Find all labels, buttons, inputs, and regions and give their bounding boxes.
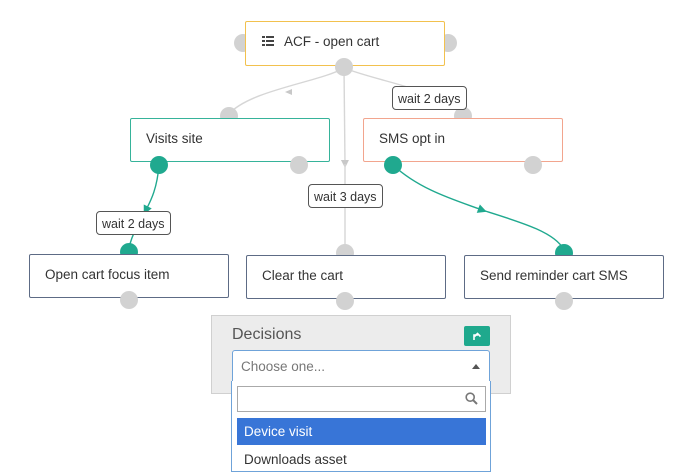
decisions-panel: Decisions Choose one... bbox=[211, 315, 511, 394]
visits-site-no-port[interactable] bbox=[290, 156, 308, 174]
clear-cart-bottom-port[interactable] bbox=[336, 292, 354, 310]
node-label: Send reminder cart SMS bbox=[480, 268, 628, 283]
connector-reminder-line bbox=[481, 209, 565, 251]
sms-opt-in-yes-port[interactable] bbox=[384, 156, 402, 174]
node-send-reminder-cart-sms[interactable]: Send reminder cart SMS bbox=[464, 255, 664, 299]
collapse-button[interactable] bbox=[464, 326, 490, 346]
list-icon bbox=[262, 36, 274, 46]
option-downloads-asset[interactable]: Downloads asset bbox=[244, 452, 347, 467]
search-icon bbox=[465, 392, 478, 405]
decisions-title: Decisions bbox=[232, 326, 302, 343]
node-label: Clear the cart bbox=[262, 268, 344, 283]
visits-site-yes-port[interactable] bbox=[150, 156, 168, 174]
node-sms-opt-in[interactable]: SMS opt in bbox=[363, 118, 563, 162]
sms-opt-in-no-port[interactable] bbox=[524, 156, 542, 174]
arrow-head-icon bbox=[285, 89, 292, 95]
node-label: SMS opt in bbox=[379, 131, 446, 146]
node-label: Visits site bbox=[146, 131, 203, 146]
node-open-cart-focus-item[interactable]: Open cart focus item bbox=[29, 254, 229, 298]
option-device-visit[interactable]: Device visit bbox=[237, 418, 486, 445]
node-label: ACF - open cart bbox=[284, 34, 380, 49]
select-placeholder: Choose one... bbox=[241, 359, 326, 374]
send-reminder-bottom-port[interactable] bbox=[555, 292, 573, 310]
dropdown-search[interactable] bbox=[237, 386, 486, 412]
node-acf-open-cart[interactable]: ACF - open cart bbox=[245, 21, 445, 66]
node-clear-the-cart[interactable]: Clear the cart bbox=[246, 255, 446, 299]
arrow-up-icon bbox=[473, 332, 482, 340]
caret-up-icon bbox=[472, 364, 480, 369]
wait-label-sms[interactable]: wait 2 days bbox=[392, 86, 467, 110]
node-visits-site[interactable]: Visits site bbox=[130, 118, 330, 162]
connector-source-visits bbox=[228, 67, 345, 115]
open-cart-focus-bottom-port[interactable] bbox=[120, 291, 138, 309]
wait-label-focus[interactable]: wait 2 days bbox=[96, 211, 171, 235]
dropdown-search-input[interactable] bbox=[238, 387, 470, 411]
source-bottom-port[interactable] bbox=[335, 58, 353, 76]
connector-sms-reminder bbox=[392, 164, 487, 213]
wait-label-clear[interactable]: wait 3 days bbox=[308, 184, 383, 208]
decision-select[interactable]: Choose one... bbox=[232, 350, 490, 382]
node-label: Open cart focus item bbox=[45, 267, 170, 282]
connector-source-clear bbox=[340, 67, 349, 168]
decision-dropdown: Device visit Downloads asset bbox=[231, 381, 491, 472]
